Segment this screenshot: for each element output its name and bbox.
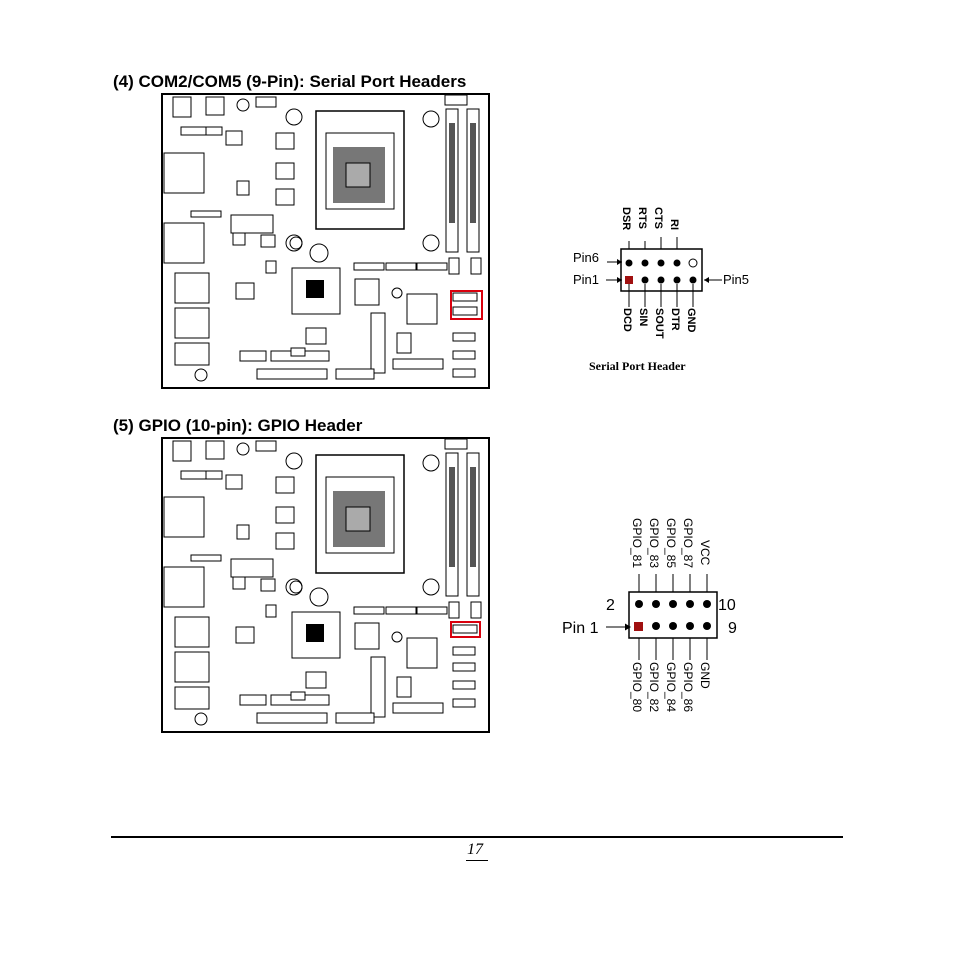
pin-label-ri: RI [668, 219, 680, 230]
pin10-label: 10 [718, 597, 736, 614]
serial-pinout-diagram: DSR RTS CTS RI DCD SIN SOUT DTR GND Pin6… [573, 207, 749, 339]
pin2-label: 2 [606, 597, 615, 614]
pin-label-gpio82: GPIO_82 [647, 662, 661, 712]
pin-label-gpio80: GPIO_80 [630, 662, 644, 712]
page-number: 17 [467, 841, 483, 858]
section-heading-gpio: (5) GPIO (10-pin): GPIO Header [113, 416, 363, 435]
pin-label-sin: SIN [637, 308, 649, 326]
motherboard-diagram-gpio [161, 437, 490, 733]
section-heading-com: (4) COM2/COM5 (9-Pin): Serial Port Heade… [113, 72, 467, 91]
pin6-label: Pin6 [573, 250, 599, 265]
serial-header-caption: Serial Port Header [589, 359, 686, 373]
gpio-pin1-label: Pin 1 [562, 620, 599, 637]
footer-rule [111, 836, 843, 838]
pin-label-gpio86: GPIO_86 [681, 662, 695, 712]
pin-label-gpio84: GPIO_84 [664, 662, 678, 712]
pin-label-gpio85: GPIO_85 [664, 518, 678, 568]
pin-label-dcd: DCD [621, 308, 633, 332]
pin-label-gnd: GND [685, 308, 697, 333]
pin-label-dsr: DSR [620, 207, 632, 230]
pin9-label: 9 [728, 620, 737, 637]
pin-label-gnd: GND [698, 662, 712, 689]
pin-label-dtr: DTR [669, 308, 681, 331]
pin-label-gpio81: GPIO_81 [630, 518, 644, 568]
pin1-label: Pin1 [573, 272, 599, 287]
pin-label-gpio83: GPIO_83 [647, 518, 661, 568]
pin-label-gpio87: GPIO_87 [681, 518, 695, 568]
pin5-label: Pin5 [723, 272, 749, 287]
motherboard-diagram-com [161, 93, 490, 389]
page-number-underline [466, 860, 488, 861]
pin-label-rts: RTS [636, 207, 648, 229]
pin-label-sout: SOUT [653, 308, 665, 339]
gpio-pinout-diagram: GPIO_81 GPIO_83 GPIO_85 GPIO_87 VCC GPIO… [562, 518, 737, 712]
pin-label-cts: CTS [652, 207, 664, 229]
pin-label-vcc: VCC [698, 540, 712, 566]
